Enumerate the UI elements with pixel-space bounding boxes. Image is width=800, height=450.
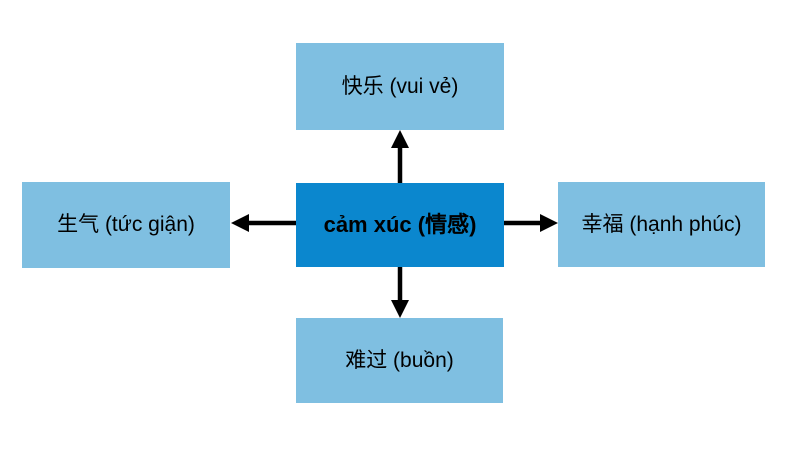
node-left-angry: 生气 (tức giận) (22, 182, 230, 268)
node-center-label: cảm xúc (情感) (323, 211, 477, 237)
arrow-left-icon (231, 214, 297, 232)
node-center-emotion: cảm xúc (情感) (296, 183, 504, 267)
node-bottom-sad: 难过 (buồn) (296, 318, 503, 403)
node-top-happy: 快乐 (vui vẻ) (296, 43, 504, 130)
node-left-label: 生气 (tức giận) (57, 213, 195, 237)
node-bottom-label: 难过 (buồn) (345, 348, 454, 372)
node-right-happiness: 幸福 (hạnh phúc) (558, 182, 765, 267)
node-right-label: 幸福 (hạnh phúc) (581, 212, 742, 236)
arrow-up-icon (391, 130, 409, 184)
node-top-label: 快乐 (vui vẻ) (341, 74, 459, 98)
arrow-right-icon (502, 214, 558, 232)
arrow-down-icon (391, 266, 409, 318)
